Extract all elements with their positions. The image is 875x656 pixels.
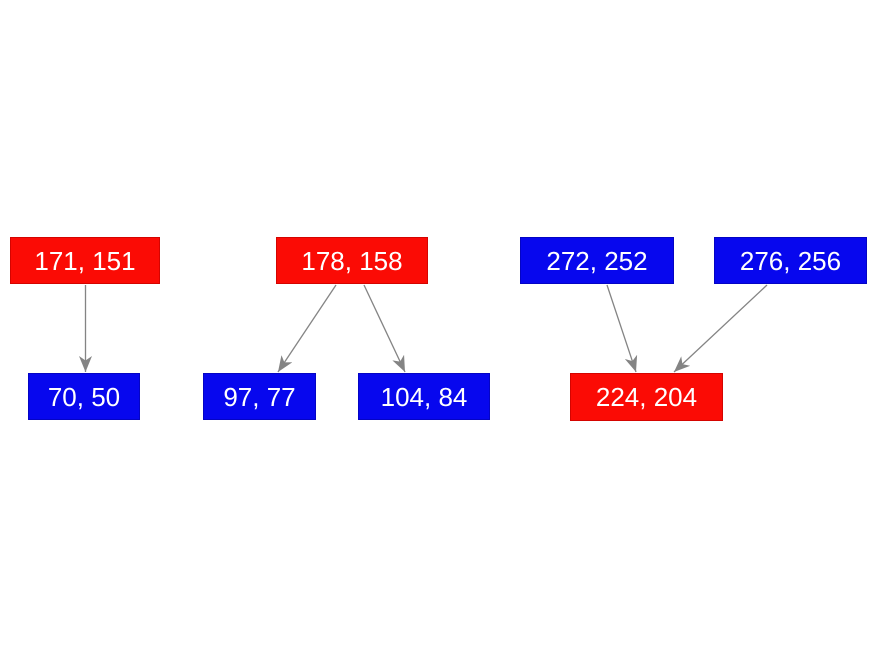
edge-arrow [277, 284, 337, 373]
edge-arrow [673, 284, 768, 373]
tree-node-label: 272, 252 [546, 245, 648, 276]
tree-node: 97, 77 [203, 373, 316, 420]
edge-arrow [606, 284, 638, 373]
tree-node: 276, 256 [714, 237, 867, 284]
tree-node-label: 171, 151 [34, 245, 136, 276]
tree-node-label: 104, 84 [380, 381, 468, 412]
tree-node: 178, 158 [276, 237, 428, 284]
tree-node: 104, 84 [358, 373, 490, 420]
tree-node: 171, 151 [10, 237, 160, 284]
tree-node: 224, 204 [570, 373, 723, 421]
tree-node-label: 276, 256 [739, 245, 842, 276]
tree-node: 70, 50 [28, 373, 140, 420]
tree-node: 272, 252 [520, 237, 674, 284]
tree-node-label: 70, 50 [47, 381, 121, 412]
tree-node-label: 97, 77 [223, 381, 296, 412]
tree-node-label: 178, 158 [301, 245, 403, 276]
edge-arrow [363, 284, 406, 373]
tree-node-label: 224, 204 [595, 382, 698, 412]
